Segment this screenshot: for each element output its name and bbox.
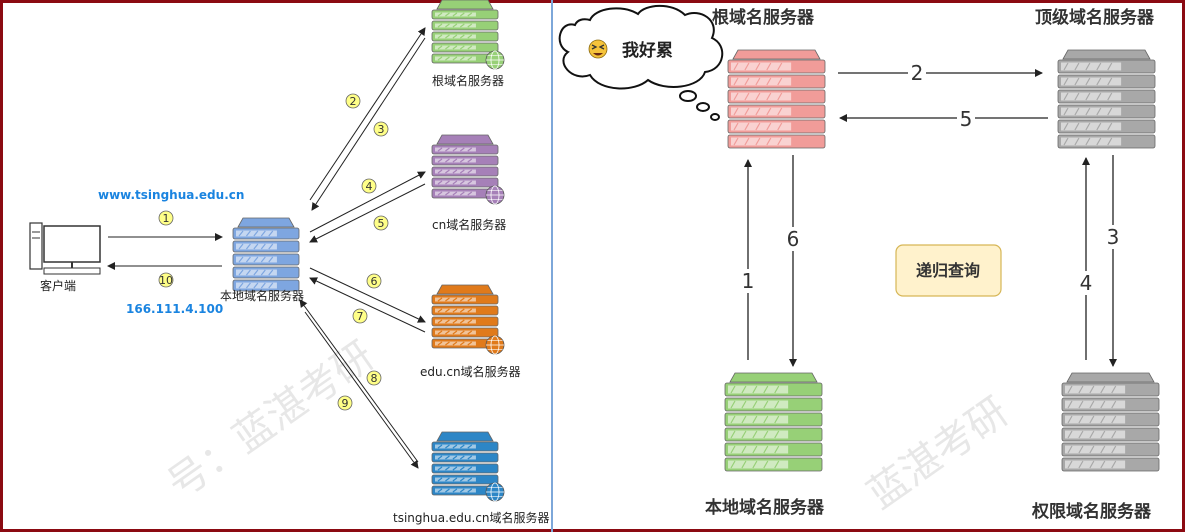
root-dns-server-big-icon: [727, 49, 826, 149]
svg-text:5: 5: [378, 217, 385, 230]
query-domain-text: www.tsinghua.edu.cn: [98, 188, 244, 202]
edu-cn-dns-label: edu.cn域名服务器: [420, 364, 521, 379]
step-label-5: 5: [960, 107, 973, 131]
auth-dns-label: 权限域名服务器: [1031, 501, 1152, 522]
tsinghua-dns-server-icon: [431, 431, 505, 502]
local-dns-label-right: 本地域名服务器: [705, 497, 825, 518]
svg-text:8: 8: [371, 372, 378, 385]
step-badge-1: 1: [158, 210, 174, 226]
step-label-4: 4: [1080, 271, 1093, 295]
recursive-query-note: 递归查询: [895, 244, 1002, 297]
local-dns-server-big-icon: [724, 372, 823, 472]
result-ip-text: 166.111.4.100: [126, 302, 223, 316]
step-badge-3: 3: [373, 121, 389, 137]
step-badge-2: 2: [345, 93, 361, 109]
step-badge-8: 8: [366, 370, 382, 386]
root-dns-label-right: 根域名服务器: [712, 7, 815, 28]
step-label-1: 1: [742, 269, 755, 293]
svg-text:6: 6: [371, 275, 378, 288]
cn-dns-label: cn域名服务器: [432, 217, 506, 232]
svg-text:4: 4: [366, 180, 373, 193]
step-badge-6: 6: [366, 273, 382, 289]
watermark-right: 蓝湛考研: [859, 389, 1016, 518]
svg-text:2: 2: [350, 95, 357, 108]
root-dns-server-icon: [431, 0, 505, 70]
recursive-query-label: 递归查询: [916, 261, 980, 280]
svg-text:1: 1: [163, 212, 170, 225]
auth-dns-server-icon: [1061, 372, 1160, 472]
step-badge-7: 7: [352, 308, 368, 324]
step-badge-10: 10: [158, 272, 174, 288]
svg-text:7: 7: [357, 310, 364, 323]
svg-text:10: 10: [159, 274, 173, 287]
client-computer-icon: [29, 222, 101, 275]
cn-dns-server-icon: [431, 134, 505, 205]
tired-face-icon: [588, 39, 608, 59]
thought-bubble: 我好累: [558, 4, 724, 121]
step-badge-4: 4: [361, 178, 377, 194]
left-arrows: [107, 27, 426, 469]
local-dns-label: 本地域名服务器: [220, 288, 304, 303]
tld-dns-server-icon: [1057, 49, 1156, 149]
svg-text:3: 3: [378, 123, 385, 136]
right-step-labels: 2 5 1 6 3 4: [739, 61, 1122, 295]
step-badges-left: 1 10 2 3 4 5 6 7 8 9: [158, 93, 389, 411]
watermark-left: 号：蓝湛考研: [159, 333, 382, 508]
client-label: 客户端: [40, 278, 76, 293]
panel-divider: [551, 0, 553, 532]
local-dns-server-icon: [232, 217, 300, 292]
svg-text:9: 9: [342, 397, 349, 410]
tld-dns-label: 顶级域名服务器: [1035, 7, 1155, 28]
tsinghua-dns-label: tsinghua.edu.cn域名服务器: [393, 510, 550, 525]
step-badge-9: 9: [337, 395, 353, 411]
right-arrows: [744, 69, 1117, 367]
root-dns-label-left: 根域名服务器: [432, 73, 504, 88]
step-label-3: 3: [1107, 225, 1120, 249]
edu-cn-dns-server-icon: [431, 284, 505, 355]
step-badge-5: 5: [373, 215, 389, 231]
step-label-2: 2: [911, 61, 924, 85]
step-label-6: 6: [787, 227, 800, 251]
bubble-text: 我好累: [622, 40, 673, 61]
